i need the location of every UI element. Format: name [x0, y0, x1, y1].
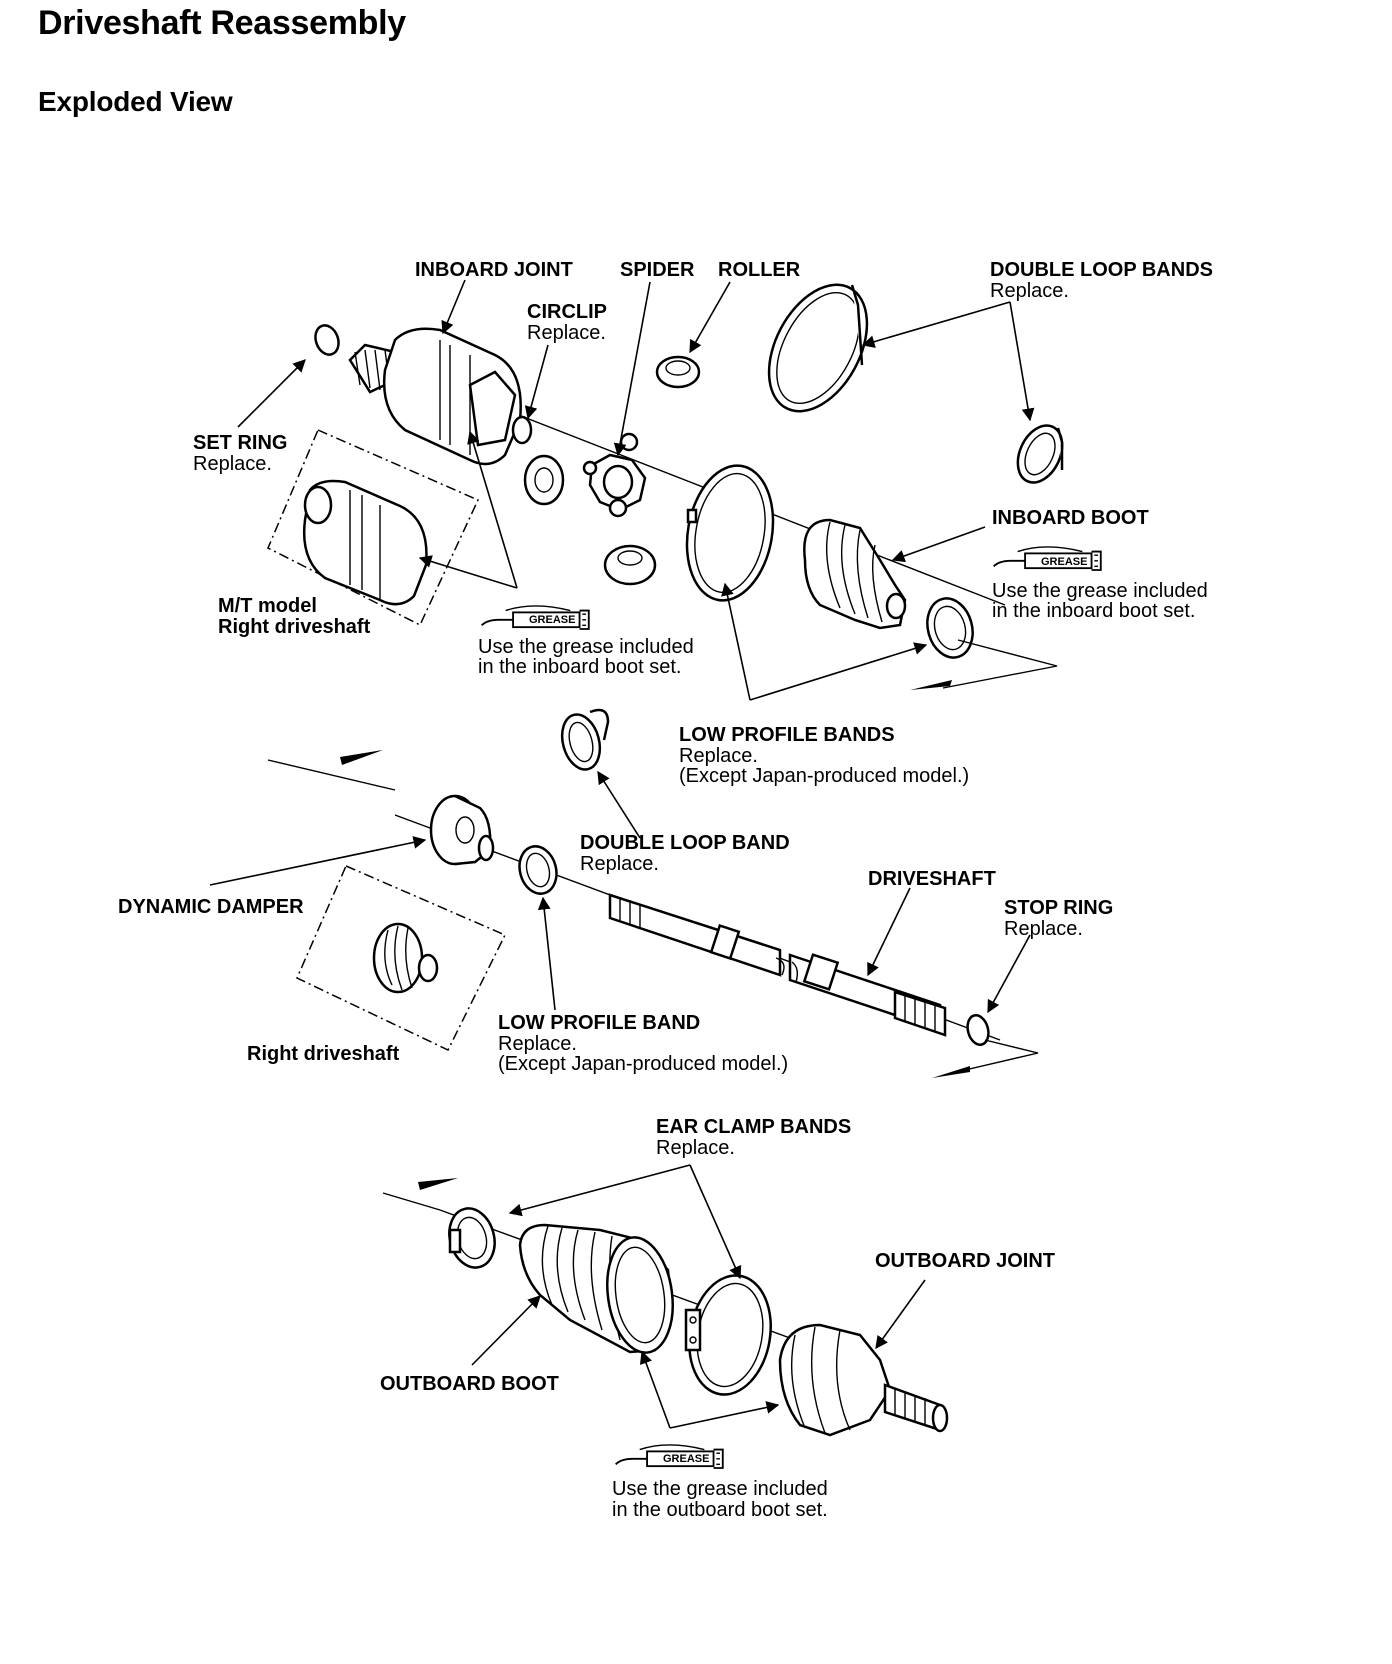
label-inboard-boot: INBOARD BOOT: [992, 507, 1149, 529]
double-loop-band-middle-part: [560, 708, 610, 771]
label-low-profile-bands: LOW PROFILE BANDS: [679, 724, 895, 746]
label-inboard-boot-grease-2: in the inboard boot set.: [992, 600, 1195, 622]
label-mt-right-driveshaft: Right driveshaft: [218, 616, 371, 638]
mt-model-joint-part: [267, 429, 480, 627]
label-right-driveshaft: Right driveshaft: [247, 1043, 400, 1065]
circlip-part: [511, 415, 533, 445]
grease-icon: GREASE: [614, 1443, 724, 1469]
label-ear-clamp-bands-note: Replace.: [656, 1137, 735, 1159]
low-profile-band-large-part: [685, 464, 775, 602]
grease-icon: GREASE: [992, 545, 1102, 571]
ear-clamp-band-large-part: [684, 1274, 772, 1396]
label-outboard-grease-1: Use the grease included: [612, 1478, 828, 1500]
label-dynamic-damper: DYNAMIC DAMPER: [118, 896, 304, 918]
label-low-profile-bands-note: Replace.: [679, 745, 758, 767]
inboard-joint-part: [348, 327, 522, 466]
label-mt-model: M/T model: [218, 595, 317, 617]
label-low-profile-bands-except: (Except Japan-produced model.): [679, 765, 969, 787]
label-low-profile-band-note: Replace.: [498, 1033, 577, 1055]
low-profile-band-middle-part: [518, 845, 558, 895]
label-outboard-boot: OUTBOARD BOOT: [380, 1373, 559, 1395]
label-low-profile-band-except: (Except Japan-produced model.): [498, 1053, 788, 1075]
label-driveshaft: DRIVESHAFT: [868, 868, 996, 890]
low-profile-band-small-part: [926, 597, 974, 659]
label-stop-ring: STOP RING: [1004, 897, 1113, 919]
label-double-loop-band: DOUBLE LOOP BAND: [580, 832, 790, 854]
dynamic-damper-part: [429, 794, 495, 866]
label-ear-clamp-bands: EAR CLAMP BANDS: [656, 1116, 851, 1138]
spider-part: [582, 432, 647, 518]
grease-icon: GREASE: [480, 604, 590, 630]
label-stop-ring-note: Replace.: [1004, 918, 1083, 940]
set-ring-part: [314, 324, 340, 356]
label-double-loop-bands: DOUBLE LOOP BANDS: [990, 259, 1213, 281]
label-double-loop-band-note: Replace.: [580, 853, 659, 875]
label-double-loop-bands-note: Replace.: [990, 280, 1069, 302]
double-loop-bands-part: [767, 283, 1064, 484]
grease-tag-label: GREASE: [529, 614, 575, 626]
label-inboard-boot-grease-1: Use the grease included: [992, 580, 1208, 602]
label-joint-grease-2: in the inboard boot set.: [478, 656, 681, 678]
label-circlip: CIRCLIP: [527, 301, 607, 323]
label-outboard-grease-2: in the outboard boot set.: [612, 1499, 828, 1521]
roller-part: [523, 355, 701, 586]
label-outboard-joint: OUTBOARD JOINT: [875, 1250, 1055, 1272]
driveshaft-part: [608, 893, 947, 1037]
label-inboard-joint: INBOARD JOINT: [415, 259, 573, 281]
outboard-joint-part: [778, 1323, 949, 1437]
label-circlip-note: Replace.: [527, 322, 606, 344]
stop-ring-part: [966, 1014, 990, 1046]
label-low-profile-band: LOW PROFILE BAND: [498, 1012, 700, 1034]
label-set-ring-note: Replace.: [193, 453, 272, 475]
label-roller: ROLLER: [718, 259, 801, 281]
label-joint-grease-1: Use the grease included: [478, 636, 694, 658]
grease-tag-label: GREASE: [1041, 556, 1087, 568]
outboard-boot-part: [518, 1223, 674, 1354]
right-driveshaft-damper-part: [296, 865, 507, 1051]
page-title: Driveshaft Reassembly: [38, 4, 406, 42]
label-set-ring: SET RING: [193, 432, 287, 454]
grease-tag-label: GREASE: [663, 1453, 709, 1465]
page-subtitle: Exploded View: [38, 86, 233, 117]
inboard-boot-part: [803, 518, 907, 630]
label-spider: SPIDER: [620, 259, 695, 281]
ear-clamp-band-small-part: [448, 1207, 496, 1269]
